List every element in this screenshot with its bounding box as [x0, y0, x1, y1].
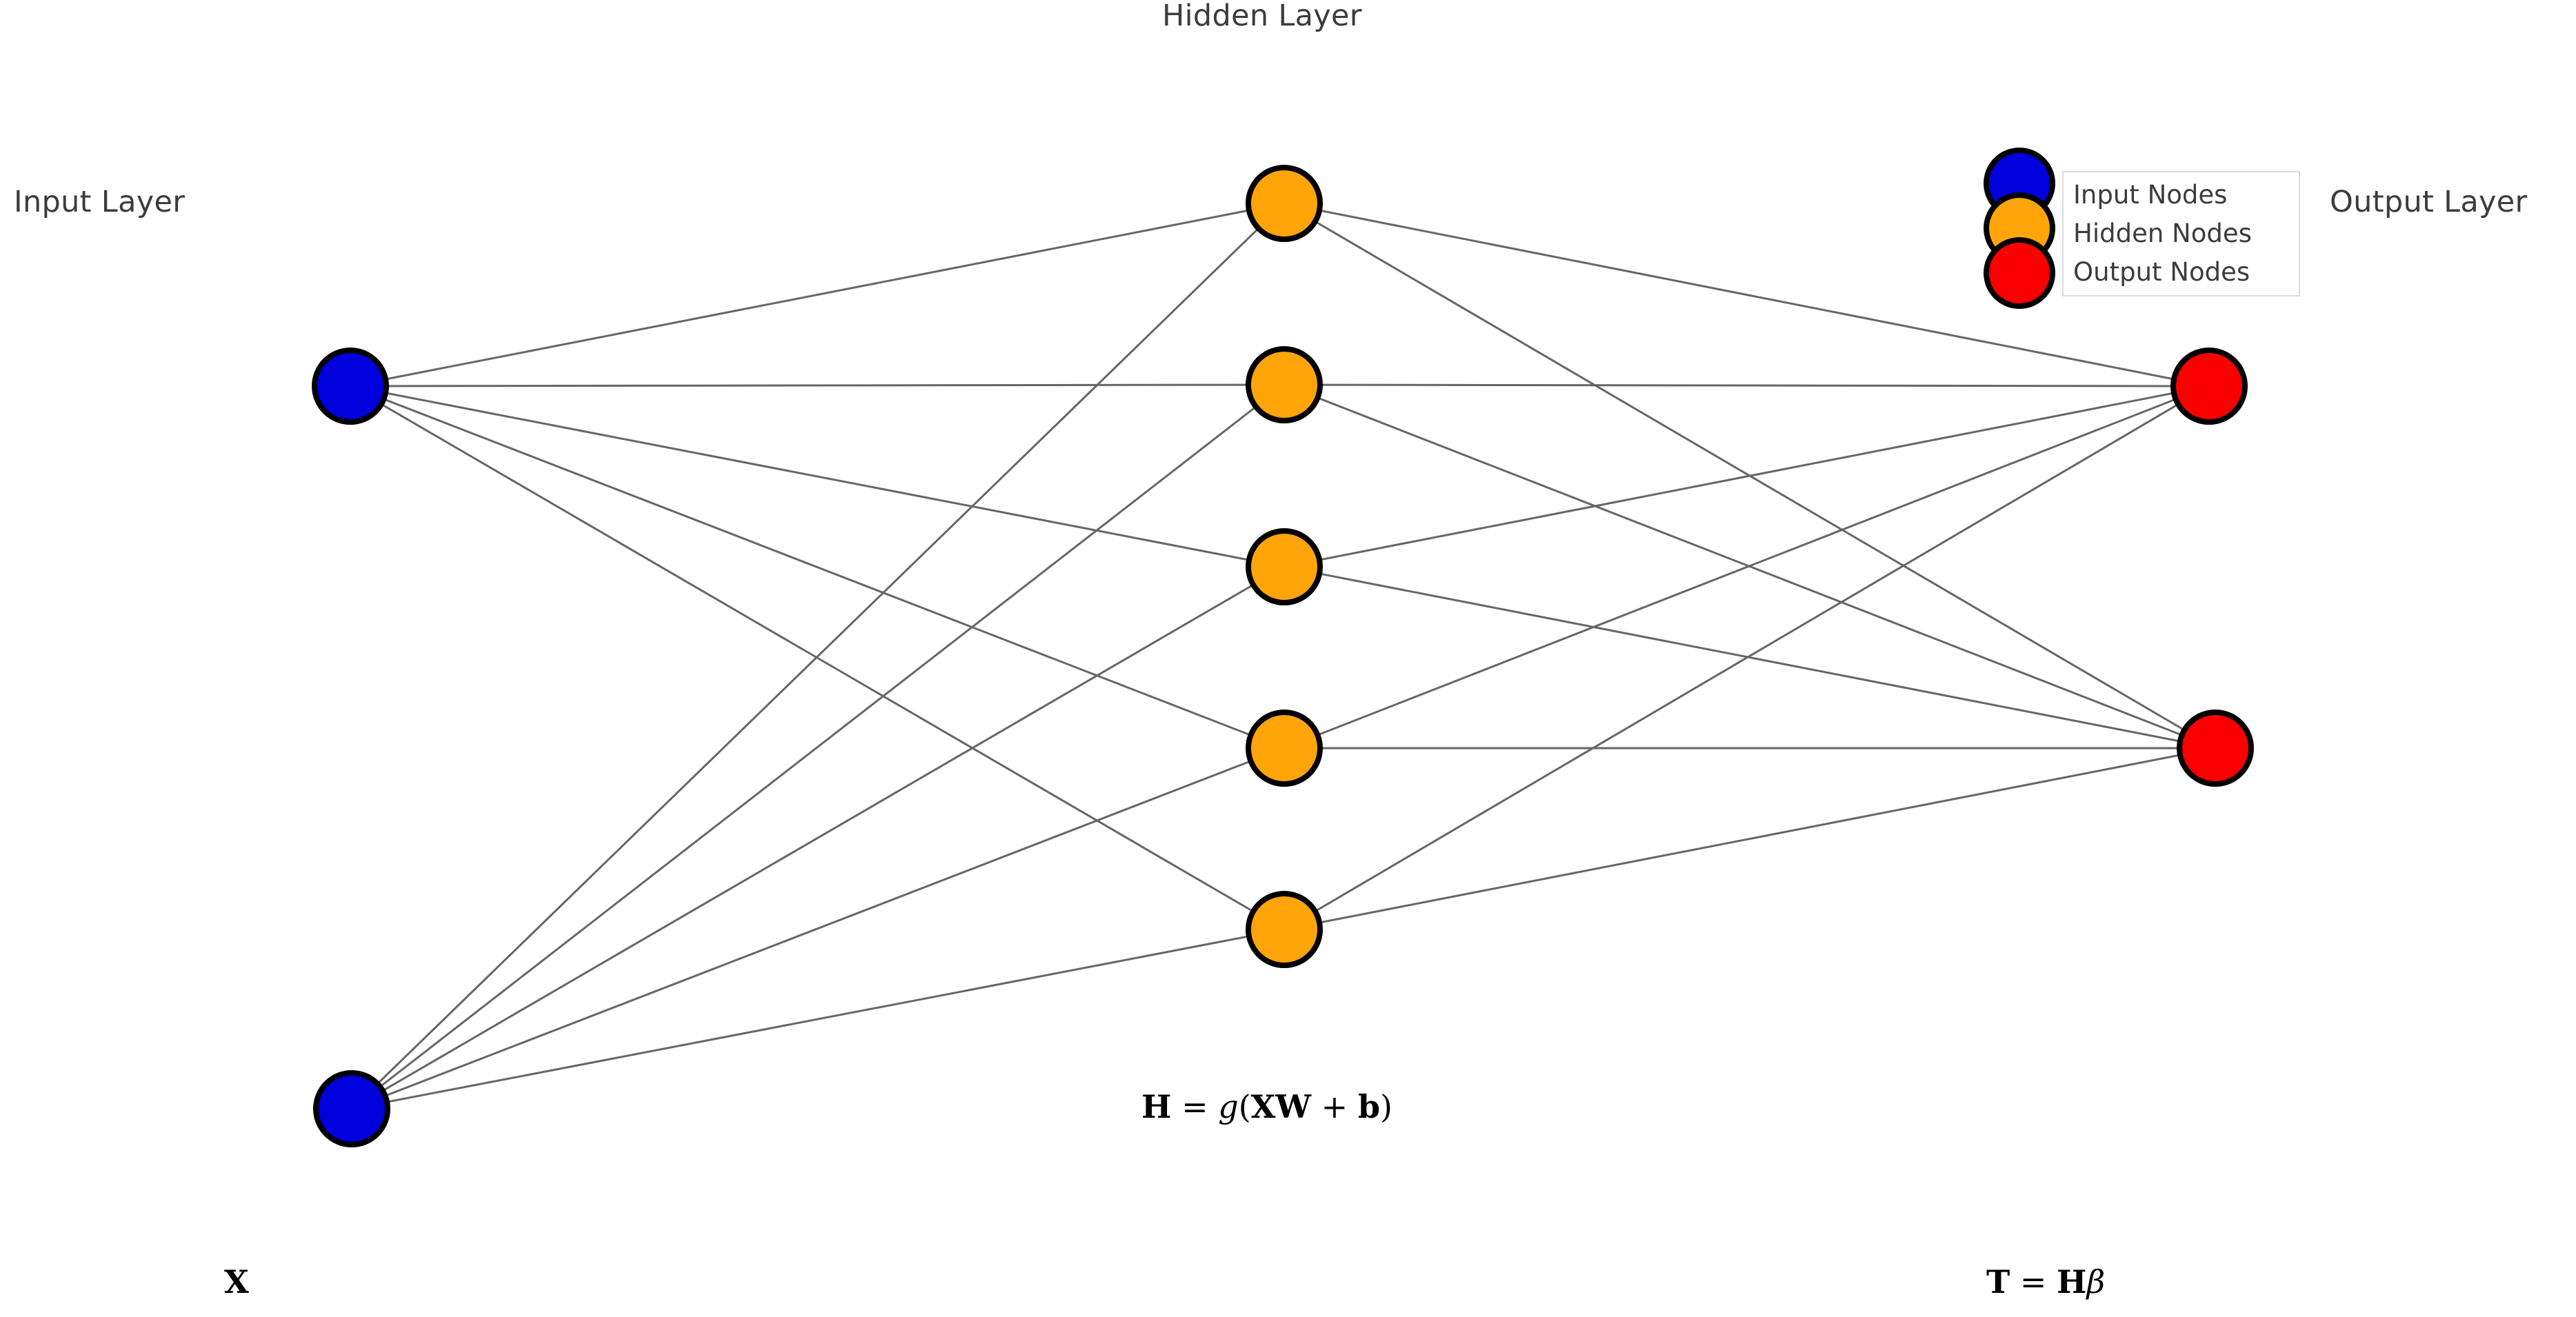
- formula-b-symbol: b: [1357, 1088, 1380, 1125]
- edge-x1-h2: [350, 383, 1285, 388]
- hidden-node-1[interactable]: [1246, 165, 1323, 242]
- hidden-node-4[interactable]: [1246, 710, 1323, 787]
- legend-marker-output-nodes[interactable]: [1984, 237, 2055, 309]
- hidden-node-5[interactable]: [1246, 891, 1323, 968]
- edge-x2-h1: [350, 202, 1286, 1110]
- nodes-group: [312, 165, 2254, 1147]
- hidden-layer-formula: H = g(XW + b): [1141, 1088, 1392, 1125]
- input-node-2[interactable]: [313, 1070, 390, 1147]
- input-layer-label: Input Layer: [14, 185, 186, 219]
- formula-h-symbol: H: [1141, 1088, 1172, 1125]
- edge-h3-t2: [1284, 565, 2216, 750]
- edge-x2-h5: [351, 928, 1285, 1110]
- hidden-node-3[interactable]: [1246, 528, 1323, 605]
- output-node-2[interactable]: [2177, 710, 2254, 787]
- edge-h4-t1: [1284, 385, 2210, 750]
- edge-x2-h2: [351, 383, 1285, 1110]
- formula-open-paren: (: [1238, 1088, 1251, 1125]
- formula-x-symbol: X: [224, 1263, 249, 1300]
- hidden-node-2[interactable]: [1246, 346, 1323, 423]
- input-node-1[interactable]: [312, 348, 389, 425]
- legend-label-list: Input Nodes Hidden Nodes Output Nodes: [2069, 171, 2300, 296]
- legend-markers-group: [1984, 148, 2055, 309]
- edge-h5-t1: [1284, 385, 2210, 931]
- formula-xw-symbol: XW: [1250, 1088, 1312, 1125]
- legend-item-output-nodes: Output Nodes: [2073, 257, 2250, 287]
- edges-group: [350, 202, 2216, 1110]
- legend-item-input-nodes: Input Nodes: [2073, 180, 2228, 210]
- legend-box: [2062, 171, 2300, 296]
- input-matrix-formula: X: [224, 1263, 249, 1300]
- formula-equals: =: [1181, 1088, 1208, 1125]
- formula-plus: +: [1321, 1088, 1348, 1125]
- legend-item-hidden-nodes: Hidden Nodes: [2073, 219, 2252, 248]
- formula-close-paren: ): [1380, 1088, 1392, 1125]
- formula-output-equals: =: [2019, 1263, 2047, 1300]
- formula-h-symbol-2: H: [2057, 1263, 2087, 1300]
- output-layer-label: Output Layer: [2330, 185, 2528, 219]
- output-node-1[interactable]: [2170, 348, 2248, 425]
- edge-x2-h4: [351, 747, 1285, 1110]
- output-layer-formula: T = Hβ: [1986, 1263, 2105, 1300]
- edge-x1-h1: [350, 202, 1285, 388]
- edge-h3-t1: [1284, 385, 2210, 568]
- hidden-layer-label: Hidden Layer: [1162, 0, 1362, 33]
- edge-h2-t1: [1284, 383, 2210, 388]
- formula-beta-symbol: β: [2086, 1263, 2106, 1300]
- edge-x1-h3: [350, 385, 1285, 568]
- formula-g-function: g: [1218, 1088, 1239, 1125]
- edge-h1-t1: [1284, 202, 2210, 388]
- formula-t-symbol: T: [1986, 1263, 2010, 1300]
- edge-h5-t2: [1284, 747, 2216, 931]
- edge-x1-h4: [350, 385, 1285, 750]
- edge-x2-h3: [351, 565, 1285, 1110]
